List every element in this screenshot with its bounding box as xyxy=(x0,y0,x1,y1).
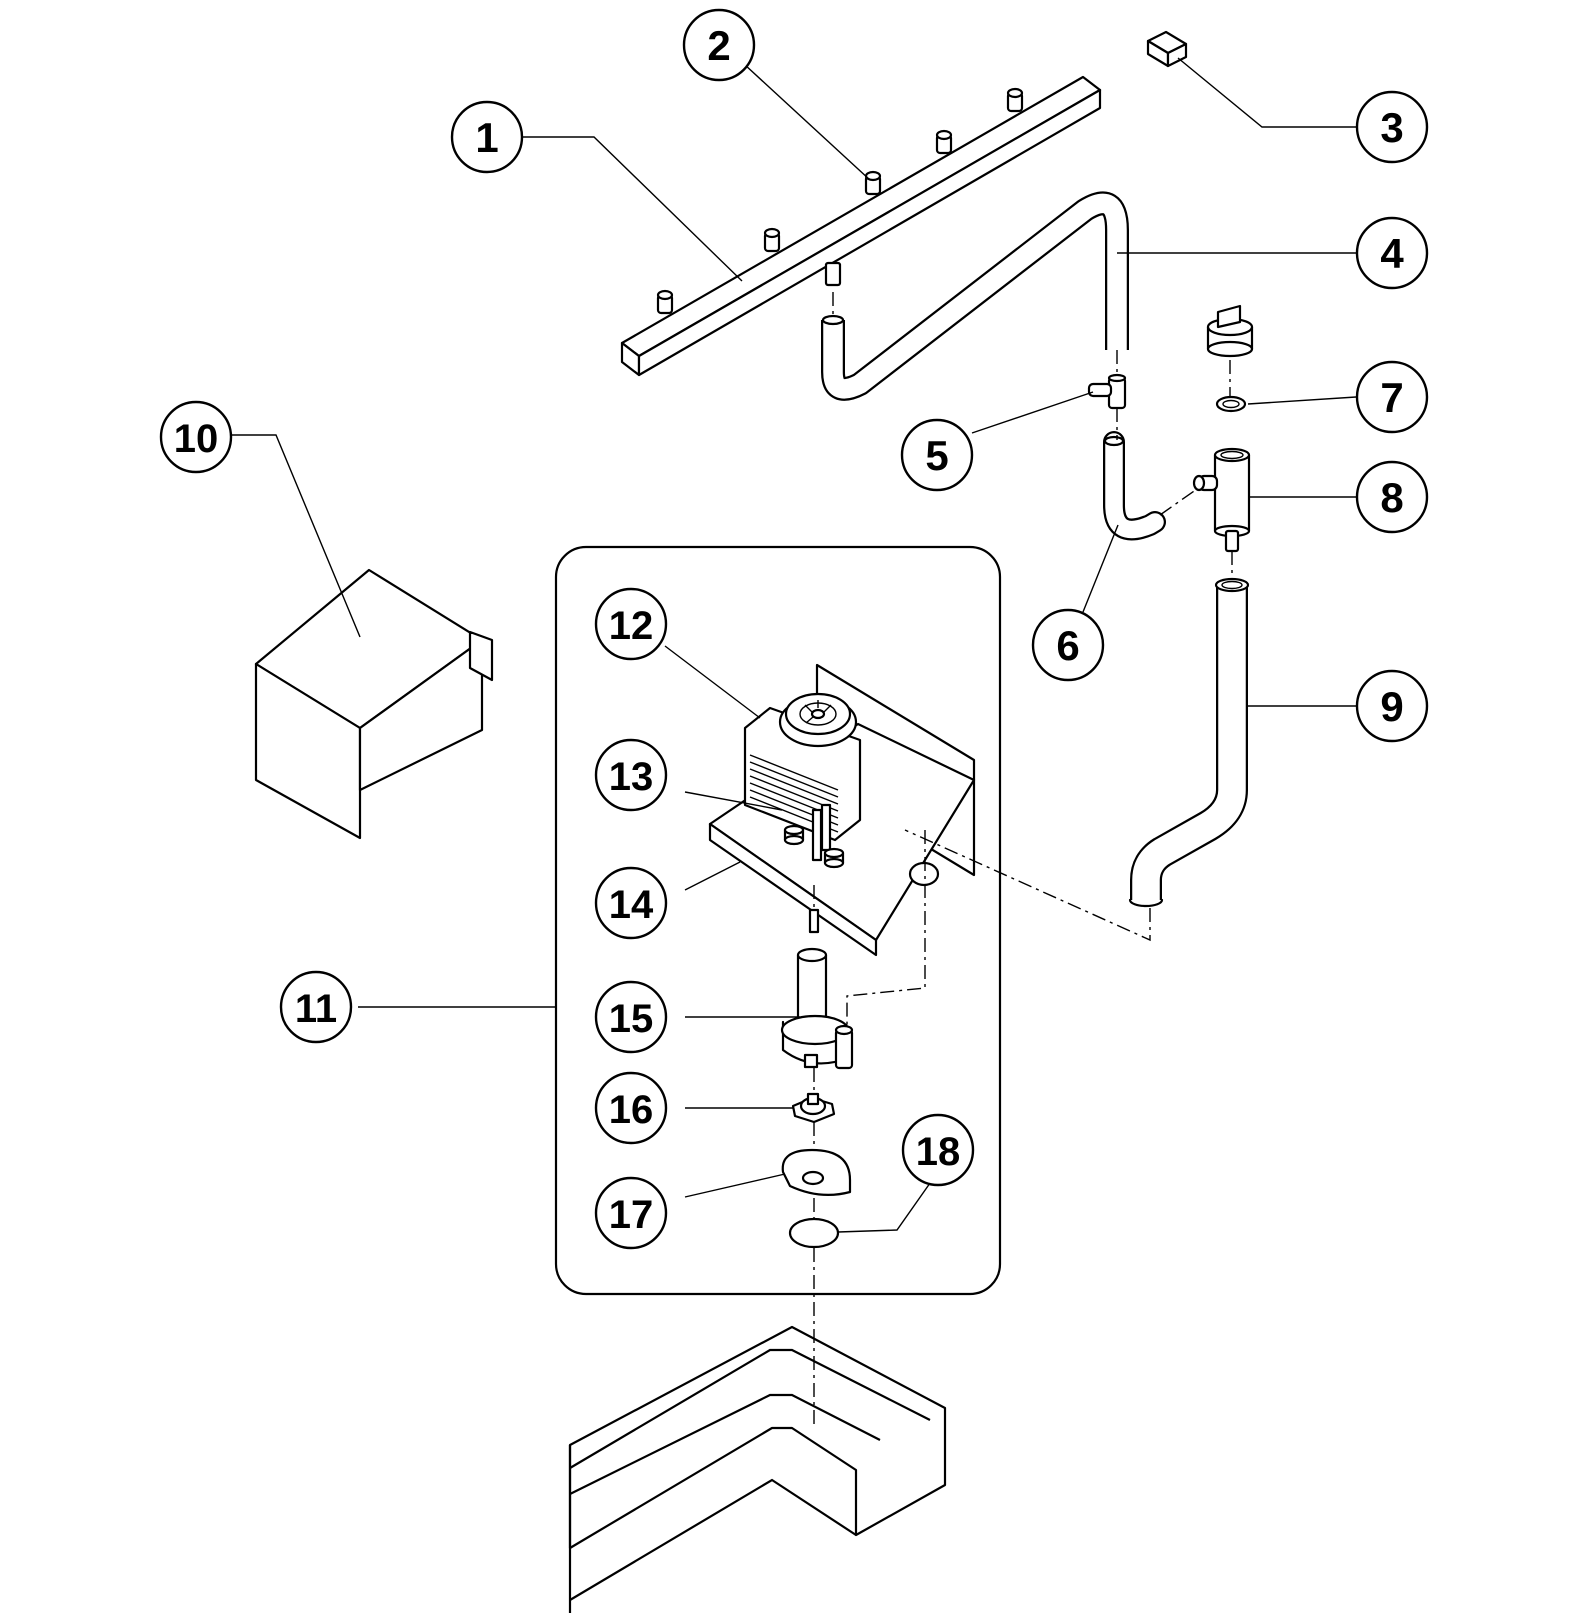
part-o-ring xyxy=(788,1217,840,1249)
part-impeller xyxy=(791,1092,836,1124)
callout-2: 2 xyxy=(682,8,756,82)
callout-2-label: 2 xyxy=(707,22,730,69)
callout-13-label: 13 xyxy=(609,755,654,799)
leader-lines xyxy=(232,57,1357,1233)
callout-12-label: 12 xyxy=(609,604,654,648)
callout-16-label: 16 xyxy=(609,1088,654,1132)
part-grommets xyxy=(783,824,845,869)
part-volute xyxy=(781,1148,852,1197)
callout-17-label: 17 xyxy=(609,1193,654,1237)
part-cap-and-washer xyxy=(1206,304,1254,413)
callout-12: 12 xyxy=(594,587,668,661)
callout-4-label: 4 xyxy=(1380,230,1404,277)
callout-10-label: 10 xyxy=(174,417,219,461)
part-plug xyxy=(1146,30,1188,68)
callout-15: 15 xyxy=(594,980,668,1054)
callout-11-label: 11 xyxy=(295,987,337,1031)
callout-7: 7 xyxy=(1355,360,1429,434)
callout-8-label: 8 xyxy=(1380,474,1403,521)
callout-3-label: 3 xyxy=(1380,104,1403,151)
pump-assembly-frame xyxy=(554,545,1002,1296)
bar-outlet-stub xyxy=(824,261,842,287)
nozzle xyxy=(935,129,953,155)
part-spray-nozzles xyxy=(656,87,1024,315)
callout-3: 3 xyxy=(1355,90,1429,164)
callout-6-label: 6 xyxy=(1056,622,1079,669)
callout-18-label: 18 xyxy=(916,1130,961,1174)
callout-5: 5 xyxy=(900,418,974,492)
callout-1: 1 xyxy=(450,100,524,174)
callout-1-label: 1 xyxy=(475,114,498,161)
part-tee xyxy=(1087,373,1127,410)
nozzle xyxy=(1006,87,1024,113)
callout-5-label: 5 xyxy=(925,432,948,479)
part-sump-tank xyxy=(568,1325,947,1613)
callout-9-label: 9 xyxy=(1380,683,1403,730)
part-bent-tube xyxy=(821,191,1129,401)
callout-6: 6 xyxy=(1031,608,1105,682)
callout-11: 11 xyxy=(279,970,353,1044)
callout-14-label: 14 xyxy=(609,883,654,927)
callout-10: 10 xyxy=(159,400,233,474)
callout-4: 4 xyxy=(1355,216,1429,290)
part-elbow-tube xyxy=(1103,431,1166,541)
part-pump-housing xyxy=(780,908,854,1070)
nozzle xyxy=(763,227,781,253)
callout-15-label: 15 xyxy=(609,997,654,1041)
part-motor xyxy=(743,692,862,862)
callout-16: 16 xyxy=(594,1071,668,1145)
part-long-tube xyxy=(1128,577,1250,908)
nozzle xyxy=(864,170,882,196)
callout-18: 18 xyxy=(901,1113,975,1187)
assembly-guide-lines xyxy=(813,292,1233,1425)
callout-14: 14 xyxy=(594,866,668,940)
part-spray-bar xyxy=(620,75,1102,377)
nozzle xyxy=(656,289,674,315)
part-tee-fitting xyxy=(1192,447,1251,553)
callout-17: 17 xyxy=(594,1176,668,1250)
callout-8: 8 xyxy=(1355,460,1429,534)
callout-13: 13 xyxy=(594,738,668,812)
callout-9: 9 xyxy=(1355,669,1429,743)
part-cover-box xyxy=(254,568,494,840)
callout-7-label: 7 xyxy=(1380,374,1403,421)
